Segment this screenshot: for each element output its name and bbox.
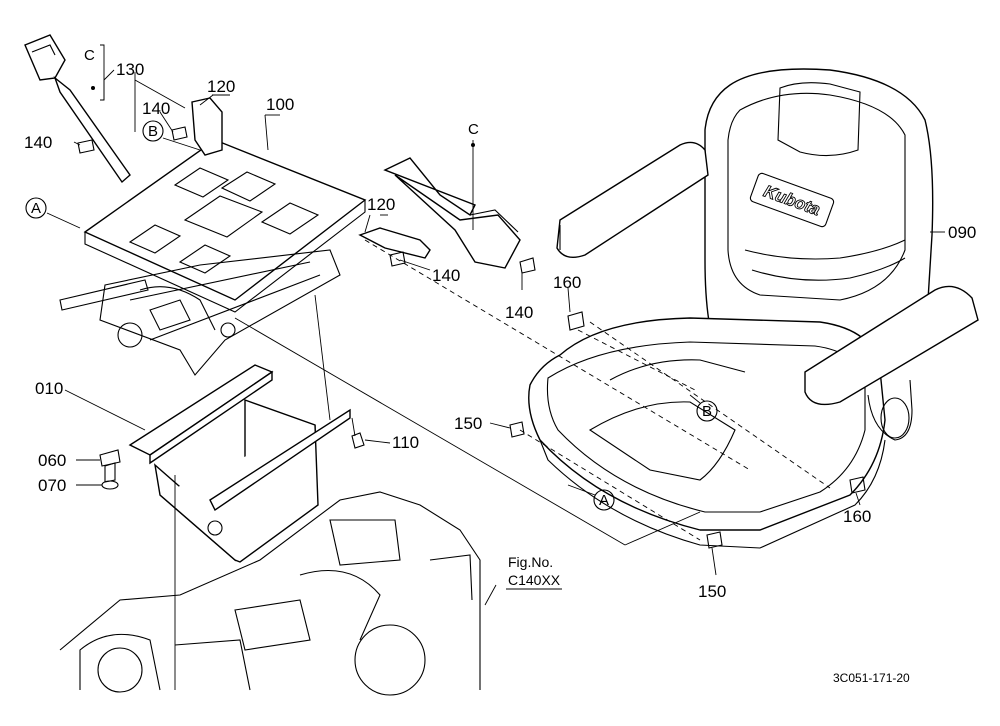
label-110: 110 [392, 433, 419, 452]
label-150-bottom: 150 [698, 582, 726, 601]
label-160-upper: 160 [553, 273, 581, 292]
fig-ref-line1: Fig.No. [508, 554, 553, 570]
bracket-010 [128, 364, 351, 563]
suspension-frame-100 [59, 139, 367, 376]
drawing-code: 3C051-171-20 [833, 671, 910, 685]
seat-belt-tongue [383, 157, 521, 269]
svg-text:A: A [31, 200, 41, 217]
svg-text:B: B [702, 403, 712, 420]
callout-a-left: A [25, 197, 47, 219]
callout-c-belt: C [468, 121, 479, 138]
label-070: 070 [38, 476, 66, 495]
callout-c-buckle: C [84, 47, 95, 64]
label-140-right: 140 [505, 303, 533, 322]
bracket-120-lower [358, 227, 431, 259]
label-060: 060 [38, 451, 66, 470]
callout-b-frame: B [142, 120, 164, 142]
label-150-left: 150 [454, 414, 482, 433]
bolts [77, 126, 866, 549]
leader-lines [46, 44, 945, 690]
svg-text:B: B [148, 123, 158, 140]
figure-reference: Fig.No. C140XX [506, 554, 562, 590]
transmission-housing [59, 491, 481, 696]
part-labels: 010 060 070 090 100 110 120 120 130 140 … [24, 60, 976, 601]
callouts: A A B B C C [25, 47, 718, 511]
bracket-120-upper [191, 97, 223, 156]
callout-b-seat: B [696, 400, 718, 422]
label-120-lower: 120 [367, 195, 395, 214]
label-160-lower: 160 [843, 507, 871, 526]
label-140-mid: 140 [432, 266, 460, 285]
seat-090: Kubota [528, 68, 979, 549]
label-090: 090 [948, 223, 976, 242]
label-140-upper: 140 [142, 99, 170, 118]
label-120-upper: 120 [207, 77, 235, 96]
seat-belt-buckle-130 [24, 34, 131, 184]
callout-a-seat: A [593, 489, 615, 511]
label-140-left: 140 [24, 133, 52, 152]
svg-text:A: A [599, 492, 609, 509]
label-130: 130 [116, 60, 144, 79]
fig-ref-line2: C140XX [508, 572, 561, 588]
label-010: 010 [35, 379, 63, 398]
label-100: 100 [266, 95, 294, 114]
